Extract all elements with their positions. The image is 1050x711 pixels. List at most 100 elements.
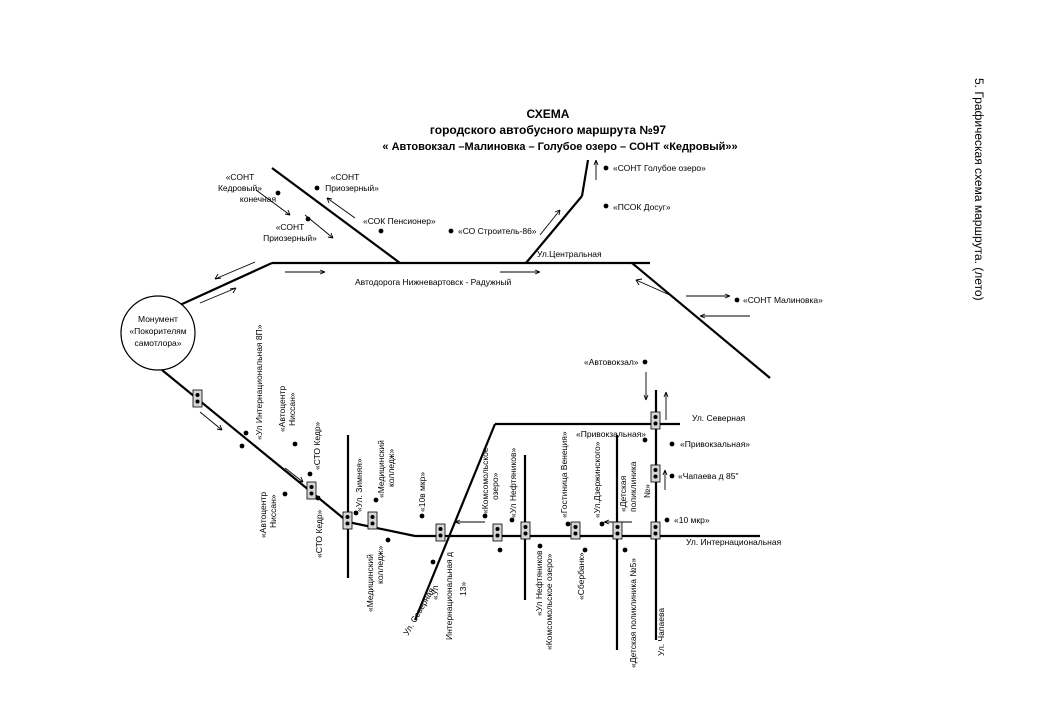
arrow-icon [199,287,237,304]
direction-arrows [199,159,750,525]
arrow-icon [454,519,485,525]
label-det-poliklinika-1: «Детская [618,475,628,512]
side-caption: 5. Графическая схема маршрута. (лето) [972,78,986,301]
scheme-route-name: « Автовокзал –Малиновка – Голубое озеро … [382,141,737,153]
monument-node: Монумент «Покорителям самотлора» [120,295,196,371]
arrow-icon [214,261,256,280]
label-sont-priozerny-top-2: Приозерный» [325,183,379,193]
traffic-light-icon [612,521,623,540]
label-privokzalnaya-2: «Привокзальная» [680,439,750,449]
label-ul-zimnyaya: «Ул. Зимняя» [354,458,364,512]
traffic-light-icon [650,464,661,483]
label-chapaeva-85: «Чапаева д 85" [678,471,738,481]
traffic-lights [192,389,661,542]
stop-dot [353,510,359,516]
label-ul-int-13-1: «Ул [430,585,440,600]
label-ul-neftyanikov-upper: «Ул Нефтяников» [508,447,518,518]
label-sberbank: «Сбербанк» [576,552,586,600]
labels-horizontal: «СОНТ Кедровый» конечная «СОНТ Приозерны… [218,163,823,547]
arrow-icon [255,189,291,216]
stop-dot [599,521,605,527]
arrow-icon [663,391,669,420]
traffic-light-icon [435,523,446,542]
traffic-light-icon [342,511,353,530]
arrow-icon [643,372,649,401]
label-sto-kedr-upper: «СТО Кедр» [312,421,322,470]
label-sont-goluboe: «СОНТ Голубое озеро» [613,163,706,173]
label-ul-dzerzhinskogo: «Ул.Дзержинского» [592,441,602,518]
arrow-icon [285,269,326,275]
stop-dot [664,517,670,523]
label-sont-kedrovy-1: «СОНТ [226,172,255,182]
label-privokzalnaya-1: «Привокзальная» [576,429,646,439]
label-avtovokzal: «Автовокзал» [584,357,639,367]
arrow-icon [199,411,223,431]
label-ul-int-13-2: Интернациональная д [444,552,454,640]
stop-dot [603,165,609,171]
label-avtocentr-upper-1: «Автоцентр [277,386,287,432]
road-goluboe-branch-top [580,159,590,197]
label-sont-kedrovy-2: Кедровый» [218,183,262,193]
arrow-icon [593,159,599,180]
traffic-light-icon [492,523,503,542]
monument-circle [120,295,196,371]
traffic-light-icon [650,521,661,540]
label-avtocentr-lower-2: Ниссан» [268,494,278,528]
label-ul-neftyanikov-lower-2: «Комсомольское озеро» [544,553,554,650]
label-ul-severnaya-right: Ул. Северная [692,413,746,423]
label-sok-pensioner: «СОК Пенсионер» [363,216,436,226]
stop-dot [430,559,436,565]
monument-label-3: самотлора» [134,338,181,348]
label-ul-chapaeva: Ул. Чапаева [656,608,666,656]
stop-dot [669,473,675,479]
stop-dot [603,203,609,209]
arrow-icon [662,469,668,490]
stop-dot [497,547,503,553]
arrow-icon [686,293,731,299]
arrow-icon [699,313,750,319]
stop-dot [282,491,288,497]
label-ul-int-13-3: 13» [458,582,468,596]
label-ul-int-8p: «Ул Интернациональная 8П» [254,324,264,440]
traffic-light-icon [367,511,378,530]
label-sto-kedr-lower: «СТО Кедр» [314,509,324,558]
stop-dot [482,513,488,519]
label-avtocentr-lower-1: «Автоцентр [258,492,268,538]
stop-dot [582,547,588,553]
road-malinovka-branch [631,262,771,379]
stop-dot [275,190,281,196]
stop-dot [305,216,311,222]
traffic-light-icon [650,411,661,430]
road-kedrovy-branch [271,167,401,264]
label-avtodoroga: Автодорога Нижневартовск - Радужный [355,277,512,287]
traffic-light-icon [306,481,317,500]
stop-dot [373,497,379,503]
stop-dot [448,228,454,234]
monument-label-1: Монумент [138,314,178,324]
label-komsomolskoe-upper-1: «Комсомольское [480,447,490,514]
monument-label-2: «Покорителям [129,326,186,336]
bus-stops [239,165,740,565]
label-gostinica: «Гостиница Венеция» [559,431,569,518]
stop-dot [378,228,384,234]
label-so-stroitel: «СО Строитель-86» [458,226,537,236]
label-ul-neftyanikov-lower-1: «Ул Нефтяников [534,550,544,616]
stop-dot [734,297,740,303]
stop-dot [642,359,648,365]
scheme-subtitle: городского автобусного маршрута №97 [430,123,666,137]
stop-dot [292,441,298,447]
label-sont-malinovka: «СОНТ Малиновка» [743,295,823,305]
stop-dot [537,543,543,549]
stop-dot [385,537,391,543]
road-segment [179,261,273,307]
traffic-light-icon [192,389,203,408]
arrow-icon [326,197,356,219]
label-det-poliklinika-5: «Детская поликлиника №5» [628,558,638,668]
stop-dot [509,517,515,523]
label-sont-priozerny-low-2: Приозерный» [263,233,317,243]
label-ul-internacionalnaya: Ул. Интернациональная [686,537,782,547]
label-psok-dosug: «ПСОК Досуг» [613,202,671,212]
label-det-poliklinika-3: №» [642,484,652,498]
stop-dot [243,430,249,436]
